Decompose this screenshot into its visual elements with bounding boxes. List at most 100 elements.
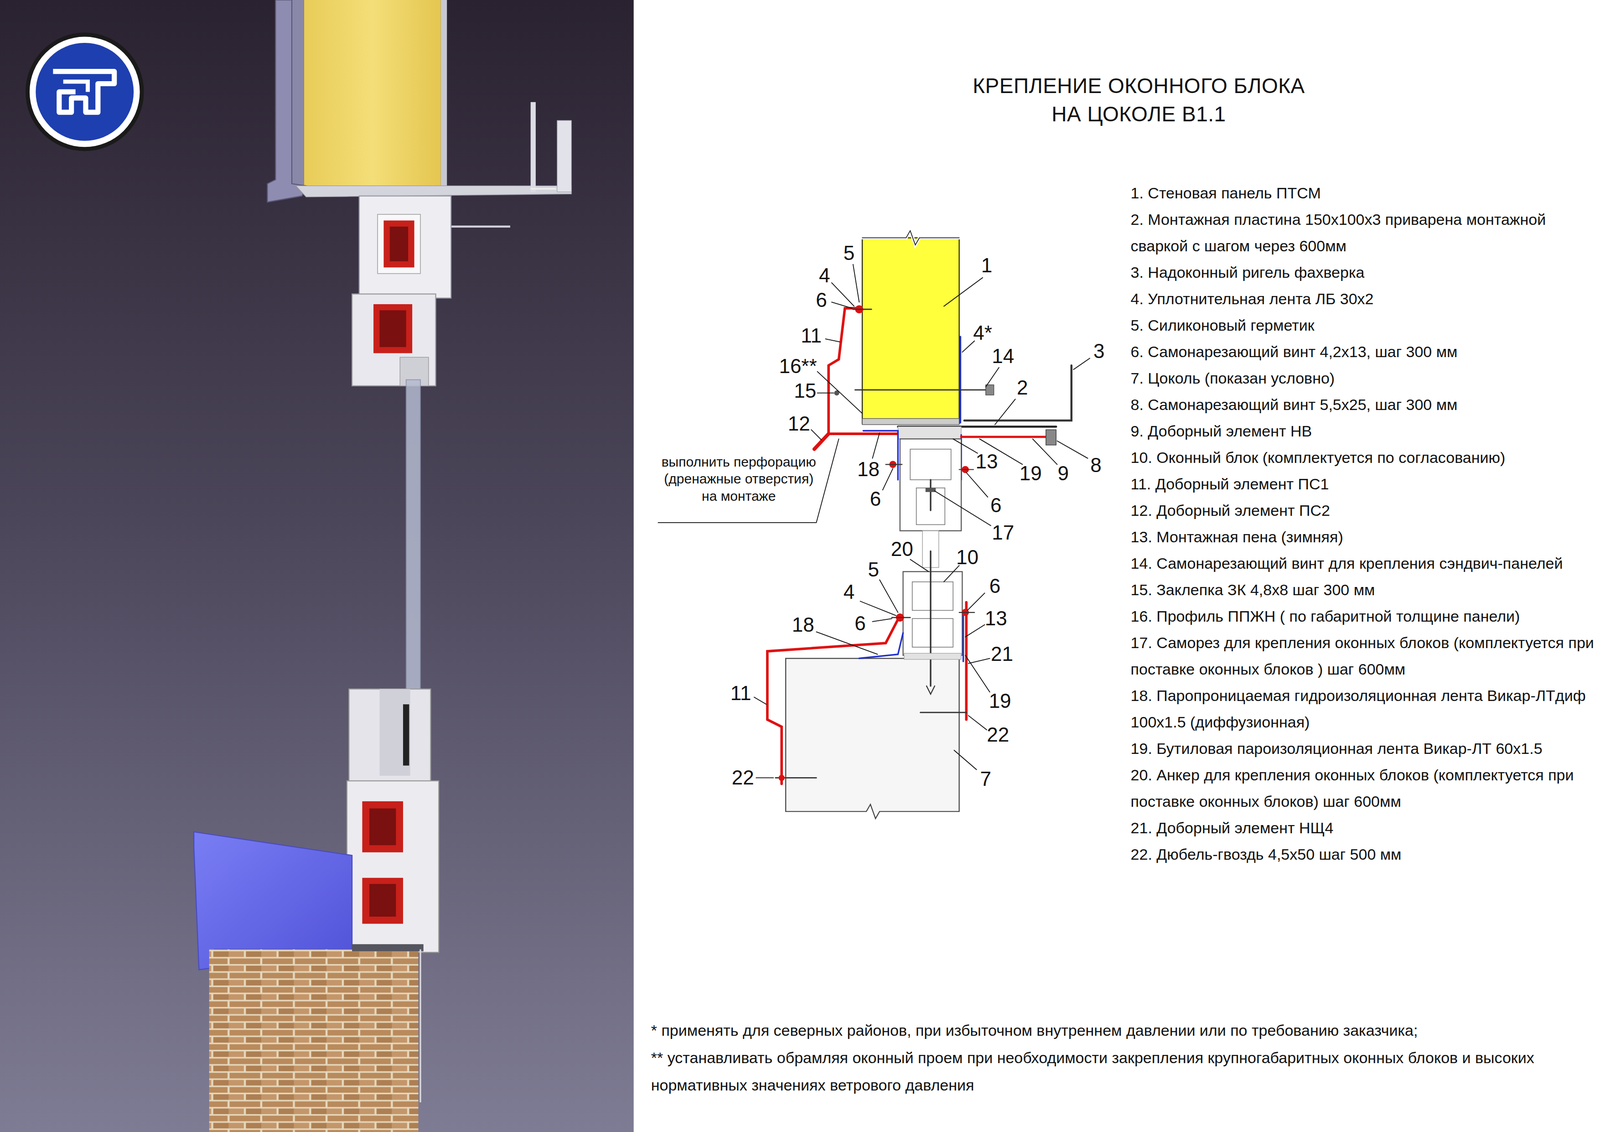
- part-description: 11. Доборный элемент ПС1: [1130, 470, 1600, 498]
- drawing-rect: [369, 883, 396, 917]
- drawing-rect: [440, 0, 447, 189]
- callout-number: 14: [991, 346, 1015, 367]
- drawing-rect: [0, 0, 634, 1132]
- callout-number: 13: [975, 451, 999, 472]
- drainage-note: выполнить перфорацию (дренажные отверсти…: [656, 453, 821, 505]
- drawing-polygon: [295, 185, 572, 197]
- footnotes: * применять для северных районов, при из…: [651, 1016, 1591, 1099]
- drawing-path: [859, 632, 903, 659]
- callout-number: 4: [843, 581, 855, 602]
- section-drawing: [657, 230, 1090, 819]
- callout-number: 13: [984, 608, 1008, 629]
- drawing-path: [964, 601, 968, 720]
- drawing-rect: [903, 571, 963, 656]
- footnote: ** устанавливать обрамляя оконный проем …: [651, 1043, 1591, 1099]
- drawing-path: [994, 398, 1016, 425]
- part-description: 16. Профиль ППЖН ( по габаритной толщине…: [1130, 602, 1600, 630]
- drawing-path: [964, 365, 1072, 421]
- callout-number: 6: [854, 613, 866, 634]
- drawing-line: [891, 616, 911, 619]
- callout-number: 10: [956, 547, 979, 568]
- callout-number: 4*: [973, 322, 993, 343]
- drawing-rect: [379, 688, 410, 776]
- drawing-circle: [29, 36, 140, 148]
- part-description: 2. Монтажная пластина 150х100х3 приварен…: [1130, 206, 1600, 259]
- drawing-path: [63, 81, 89, 92]
- callout-number: 17: [991, 522, 1015, 543]
- drawing-path: [1073, 358, 1090, 370]
- drawing-path: [879, 579, 898, 613]
- drawing-path: [817, 392, 834, 394]
- callout-number: 5: [843, 243, 855, 264]
- part-description: 19. Бутиловая пароизоляционная лента Вик…: [1130, 735, 1600, 762]
- drawing-line: [885, 463, 902, 465]
- drawing-path: [882, 468, 893, 490]
- part-description: 20. Анкер для крепления оконных блоков (…: [1130, 761, 1600, 815]
- drawing-path: [825, 338, 840, 342]
- drawing-rect: [362, 877, 404, 924]
- drawing-path: [926, 685, 935, 694]
- drawing-path: [814, 433, 829, 450]
- drawing-line: [959, 611, 975, 613]
- callout-number: 16**: [778, 356, 817, 377]
- drawing-rect: [406, 379, 421, 697]
- drawing-rect: [985, 384, 995, 395]
- drawing-rect: [352, 943, 424, 952]
- drawing-path: [966, 472, 988, 498]
- part-description: 14. Самонарезающий винт для крепления сэ…: [1130, 549, 1600, 577]
- callout-number: 11: [800, 325, 822, 346]
- part-description: 13. Монтажная пена (зимняя): [1130, 523, 1600, 550]
- part-description: 5. Силиконовый герметик: [1130, 311, 1600, 339]
- drawing-rect: [862, 237, 960, 424]
- drawing-rect: [925, 487, 936, 492]
- drawing-rect: [304, 0, 441, 189]
- parts-list: 1. Стеновая панель ПТСМ2. Монтажная плас…: [1130, 179, 1600, 868]
- part-description: 15. Заклепка ЗК 4,8х8 шаг 300 мм: [1130, 576, 1600, 603]
- render-illustration: [0, 0, 634, 1132]
- callout-number: 4: [818, 265, 830, 286]
- part-description: 17. Саморез для крепления оконных блоков…: [1130, 629, 1600, 683]
- callout-number: 1: [981, 255, 993, 276]
- drawing-path: [1056, 440, 1088, 459]
- drawing-path: [828, 308, 898, 434]
- drawing-rect: [912, 618, 954, 648]
- callout-number: 19: [988, 690, 1012, 711]
- part-description: 9. Доборный элемент НВ: [1130, 417, 1600, 445]
- part-description: 4. Уплотнительная лента ЛБ 30х2: [1130, 285, 1600, 312]
- part-description: 18. Паропроницаемая гидроизоляционная ле…: [1130, 682, 1600, 736]
- drawing-line: [959, 468, 974, 470]
- drawing-path: [872, 618, 892, 622]
- callout-number: 21: [990, 643, 1014, 664]
- drawing-path: [831, 282, 855, 306]
- drawing-path: [967, 592, 985, 611]
- drawing-path: [910, 559, 929, 572]
- drawing-path: [52, 71, 114, 113]
- drawing-circle: [25, 32, 145, 152]
- callout-number: 2: [1016, 377, 1028, 398]
- drawing-path: [872, 432, 880, 459]
- drawing-path: [754, 697, 767, 705]
- callout-number: 19: [1019, 463, 1042, 484]
- drawing-g: [657, 264, 1090, 778]
- callout-number: 18: [792, 614, 815, 635]
- drawing-rect: [897, 426, 962, 440]
- drawing-rect: [900, 438, 962, 531]
- part-description: 3. Надоконный ригель фахверка: [1130, 258, 1600, 286]
- drawing-path: [862, 230, 960, 245]
- part-description: 1. Стеновая панель ПТСМ: [1130, 179, 1600, 207]
- callout-number: 6: [815, 289, 827, 311]
- drawing-path: [968, 715, 987, 730]
- drawing-polygon: [267, 0, 306, 202]
- drawing-rect: [209, 948, 419, 1132]
- part-description: 12. Доборный элемент ПС2: [1130, 497, 1600, 524]
- drawing-path: [831, 301, 853, 308]
- drawing-path: [934, 491, 991, 526]
- drawing-path: [968, 658, 990, 664]
- callout-number: 20: [890, 538, 914, 560]
- drawing-rect: [291, 0, 305, 189]
- drawing-path: [962, 612, 964, 662]
- drawing-rect: [379, 310, 406, 347]
- callout-number: 8: [1090, 455, 1102, 476]
- callout-number: 9: [1057, 463, 1069, 484]
